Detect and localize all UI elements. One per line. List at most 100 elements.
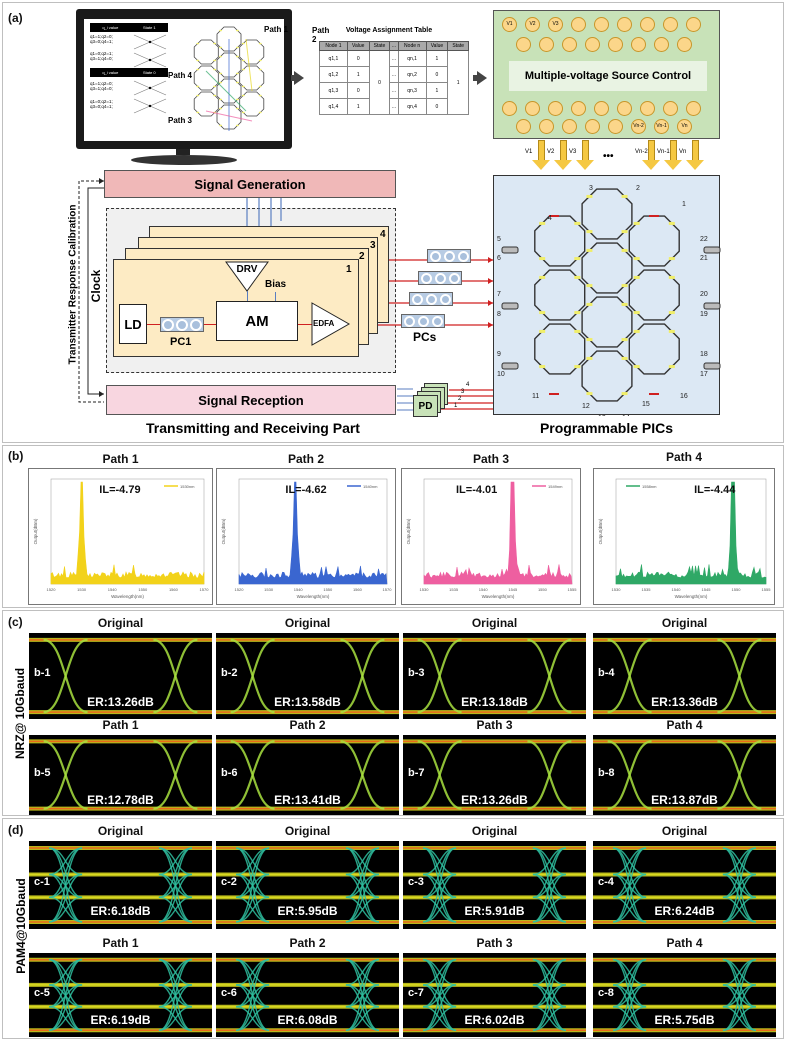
voltage-dot bbox=[617, 101, 632, 116]
eye-transition bbox=[49, 847, 83, 876]
eye-title: Original bbox=[661, 824, 708, 838]
signal-generation-block: Signal Generation bbox=[104, 170, 396, 198]
phase-shifter bbox=[219, 98, 222, 101]
voltage-dot bbox=[686, 17, 701, 32]
pc-loop-icon bbox=[403, 315, 415, 327]
port-number: 16 bbox=[680, 393, 688, 400]
x-tick-label: 1555 bbox=[762, 587, 772, 592]
pd-number: 2 bbox=[458, 396, 462, 402]
ring-waveguide bbox=[193, 65, 219, 91]
arrow-down-icon bbox=[554, 160, 572, 170]
eye-tag: b-4 bbox=[598, 667, 615, 680]
insertion-loss-label: IL=-4.79 bbox=[99, 484, 140, 496]
pc-loop-icon bbox=[417, 315, 429, 327]
eye-transition bbox=[423, 896, 457, 923]
voltage-dot bbox=[502, 101, 517, 116]
spectrum-title: Path 1 bbox=[102, 452, 139, 466]
x-axis-label: Wavelength(nm) bbox=[675, 594, 708, 599]
extinction-ratio-label: ER:13.36dB bbox=[651, 694, 718, 709]
phase-shifter bbox=[213, 85, 217, 88]
voltage-dot bbox=[631, 37, 646, 52]
eye-transition bbox=[235, 959, 270, 1031]
extinction-ratio-label: ER:6.08dB bbox=[277, 1013, 338, 1028]
voltage-dot bbox=[585, 119, 600, 134]
eye-transition bbox=[340, 638, 385, 714]
x-tick-label: 1560 bbox=[169, 587, 179, 592]
eye-transition bbox=[417, 638, 462, 714]
signal-reception-block: Signal Reception bbox=[106, 385, 396, 415]
eye-traces bbox=[593, 846, 776, 924]
phase-shifter bbox=[621, 302, 628, 306]
voltage-dot bbox=[663, 101, 678, 116]
pc-loop-icon bbox=[457, 250, 469, 262]
panel-label-a: (a) bbox=[8, 11, 23, 25]
x-tick-label: 1550 bbox=[538, 587, 548, 592]
phase-shifter bbox=[586, 302, 593, 306]
pc-loop-icon bbox=[431, 315, 443, 327]
path-label-3: Path 3 bbox=[168, 116, 193, 125]
eye-transition bbox=[722, 1006, 756, 1031]
eye-transition bbox=[43, 740, 88, 810]
eye-transition bbox=[345, 959, 380, 1031]
x-tick-label: 1550 bbox=[138, 587, 148, 592]
state0-row: q1=0;q2=1; q3=0;q4=1; bbox=[90, 99, 113, 109]
phase-shifter bbox=[241, 85, 245, 88]
ring-waveguide bbox=[581, 188, 633, 240]
phase-shifter bbox=[219, 72, 222, 75]
phase-shifter bbox=[621, 230, 628, 234]
eye-transition bbox=[722, 847, 757, 923]
phase-shifter bbox=[668, 275, 675, 279]
x-tick-label: 1530 bbox=[420, 587, 430, 592]
path-trace bbox=[205, 110, 253, 122]
x-tick-label: 1540 bbox=[294, 587, 304, 592]
eye-transition bbox=[423, 959, 457, 986]
eye-transition bbox=[230, 638, 275, 714]
port-number: 10 bbox=[497, 371, 505, 378]
pam4-side-label: PAM4@10Gbaud bbox=[14, 878, 28, 974]
eye-tag: c-1 bbox=[34, 876, 50, 889]
arrow-down-icon bbox=[642, 160, 660, 170]
port-number: 1 bbox=[682, 201, 686, 208]
voltage-arrow-icon bbox=[648, 140, 655, 162]
port-number: 4 bbox=[548, 215, 552, 222]
extinction-ratio-label: ER:5.95dB bbox=[277, 904, 338, 919]
extinction-ratio-label: ER:5.75dB bbox=[654, 1013, 715, 1028]
port-number: 3 bbox=[589, 185, 593, 192]
voltage-arrow-icon bbox=[560, 140, 567, 162]
insertion-loss-label: IL=-4.44 bbox=[694, 484, 736, 496]
voltage-dot bbox=[617, 17, 632, 32]
phase-shifter bbox=[633, 275, 640, 279]
eye-transition bbox=[48, 847, 83, 923]
phase-shifter bbox=[219, 46, 222, 49]
phase-shifter bbox=[236, 72, 239, 75]
eye-traces bbox=[29, 846, 212, 924]
eye-transition bbox=[423, 847, 457, 876]
eye-transition bbox=[49, 896, 83, 923]
path-label-4: Path 4 bbox=[168, 71, 193, 80]
eye-transition bbox=[158, 984, 193, 1031]
voltage-arrow-label: V3 bbox=[569, 149, 577, 155]
eye-transition bbox=[236, 896, 270, 923]
port-number: 21 bbox=[700, 255, 708, 262]
panel-label-d: (d) bbox=[8, 823, 24, 837]
phase-shifter bbox=[258, 111, 262, 114]
voltage-dot bbox=[594, 101, 609, 116]
phase-shifter bbox=[241, 68, 245, 71]
phase-shifter bbox=[621, 194, 628, 198]
phase-shifter bbox=[258, 94, 262, 97]
calibration-label: Transmitter Response Calibration bbox=[67, 204, 79, 365]
ring-waveguide bbox=[581, 350, 633, 402]
phase-shifter bbox=[621, 284, 628, 288]
polarization-controller bbox=[418, 271, 462, 285]
x-tick-label: 1550 bbox=[732, 587, 742, 592]
voltage-dot bbox=[677, 37, 692, 52]
eye-transition bbox=[345, 847, 379, 876]
phase-shifter bbox=[196, 94, 200, 97]
ring-waveguide bbox=[628, 323, 680, 375]
